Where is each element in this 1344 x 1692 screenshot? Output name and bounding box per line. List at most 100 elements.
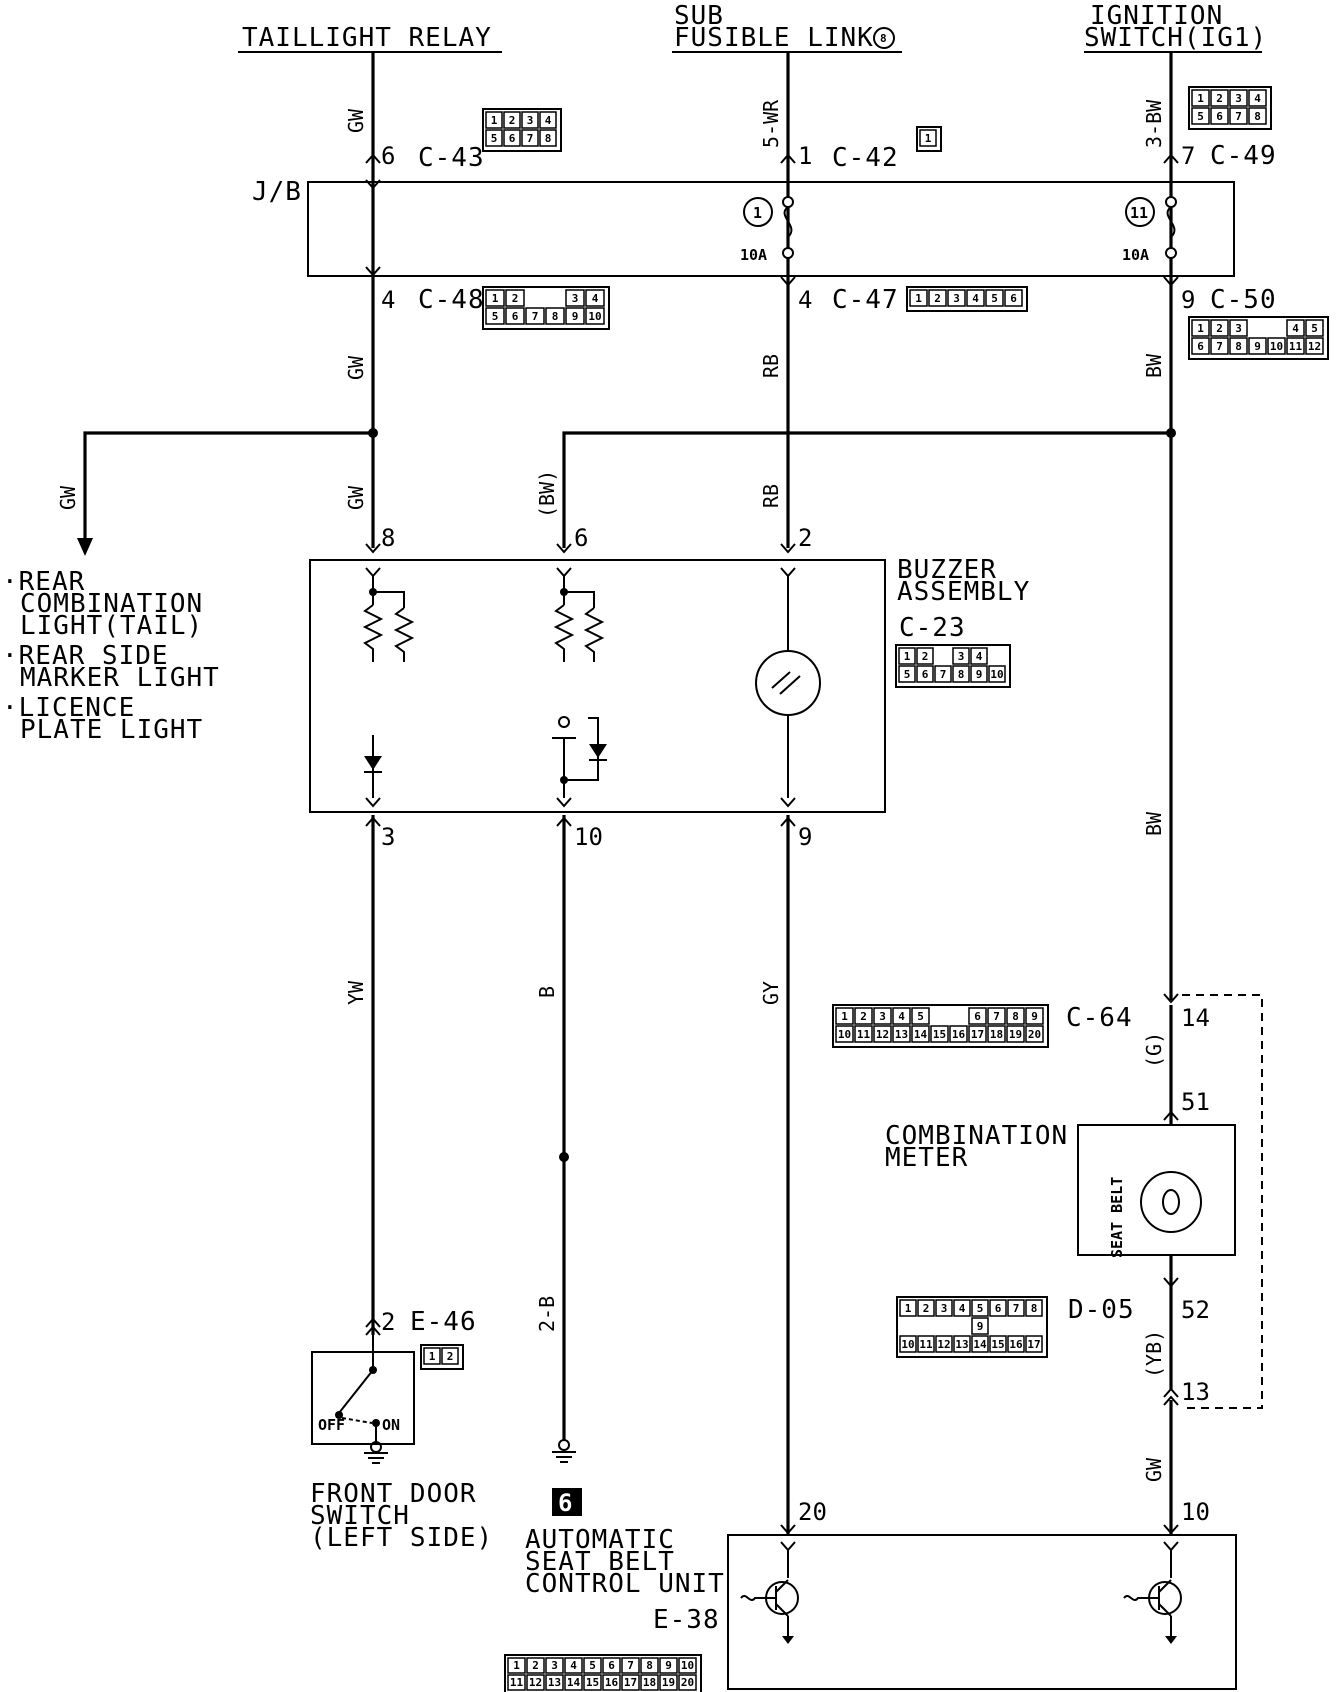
connector-cell — [1025, 1007, 1044, 1025]
connector-cell — [525, 307, 545, 325]
door-label-1: FRONT DOOR — [310, 1479, 477, 1509]
connector-cell — [988, 665, 1006, 683]
connector-cell-number: 1 — [841, 1010, 848, 1023]
fusible-number-circle — [873, 27, 895, 49]
connector-cell — [873, 1025, 892, 1043]
connector-cell — [985, 289, 1004, 307]
pin-number: 2 — [381, 1308, 395, 1336]
connector-cell — [835, 1025, 854, 1043]
ignition-label-2: SWITCH(IG1) — [1084, 23, 1267, 53]
connector-cell — [539, 111, 557, 129]
pin-marker — [780, 1524, 796, 1535]
pin-marker — [365, 153, 381, 164]
connector-cell — [1210, 107, 1229, 125]
connector-cell-number: 2 — [1216, 92, 1223, 105]
unit-label-3: CONTROL UNIT — [525, 1569, 725, 1599]
connector-cell — [873, 1007, 892, 1025]
connector-cell-number: 12 — [937, 1338, 950, 1351]
connector-cell-number: 4 — [545, 114, 552, 127]
meter-label-2: METER — [885, 1143, 968, 1173]
connector-cell-number: 16 — [952, 1028, 966, 1041]
connector-cell-number: 10 — [588, 310, 601, 323]
connector-cell-number: 3 — [941, 1302, 948, 1315]
connector-cell — [505, 289, 525, 307]
connector-cell-number: 9 — [1031, 1010, 1038, 1023]
connector-cell-number: 5 — [917, 1010, 924, 1023]
wire-color-label: GY — [759, 981, 783, 1005]
wire-color-label: (YB) — [1142, 1330, 1166, 1378]
connector-cell — [678, 1674, 697, 1691]
wires — [77, 52, 1263, 1535]
connector-cell — [1025, 1025, 1044, 1043]
pin-marker — [780, 153, 796, 164]
connector-cell — [526, 1674, 545, 1691]
taillight-relay-source: TAILLIGHT RELAY — [238, 23, 502, 53]
fuse-rating: 10A — [740, 246, 767, 264]
connector-cell — [545, 1657, 564, 1674]
connector-cell — [971, 1335, 989, 1353]
connector-cell-number: 2 — [447, 1350, 454, 1363]
connector-cell — [621, 1674, 640, 1691]
sub-fusible-label-2: FUSIBLE LINK — [674, 23, 874, 53]
connector-cell — [1229, 319, 1248, 337]
taillight-relay-label: TAILLIGHT RELAY — [242, 23, 492, 53]
wire-color-label: GW — [56, 485, 80, 510]
connector-cell-number: 5 — [1197, 110, 1204, 123]
ground-terminal-icon — [558, 1439, 570, 1451]
connector-cell — [539, 129, 557, 147]
connector-cell-number: 3 — [1235, 322, 1242, 335]
ground-point-6: 6 — [552, 1439, 582, 1517]
connector-cell — [935, 1335, 953, 1353]
connector-cell — [521, 129, 539, 147]
connector-cell-number: 2 — [923, 1302, 930, 1315]
connector-cell — [1191, 89, 1210, 107]
connector-cell-number: 12 — [876, 1028, 889, 1041]
connector-cell — [1248, 107, 1267, 125]
connector-cell-number: 2 — [934, 292, 941, 305]
wire-color-label: 2-B — [535, 1296, 559, 1332]
connector-cell — [1007, 1299, 1025, 1317]
connector-cell-number: 3 — [551, 1659, 558, 1672]
connector-name: C-47 — [832, 285, 899, 315]
connector-cell-number: 5 — [904, 668, 911, 681]
connector-cell-number: 6 — [608, 1659, 615, 1672]
connector-cell-number: 13 — [895, 1028, 908, 1041]
connector-cell-number: 8 — [545, 132, 552, 145]
connector-cell — [1267, 337, 1286, 355]
connector-name: C-43 — [418, 143, 485, 173]
connector-cell-number: 16 — [1009, 1338, 1023, 1351]
connector-cell-number: 3 — [1235, 92, 1242, 105]
unit-label-2: SEAT BELT — [525, 1547, 675, 1577]
connector-cell — [621, 1657, 640, 1674]
transistor-emitter — [775, 1603, 789, 1617]
connector-cell-number: 1 — [1197, 92, 1204, 105]
connector-cell-number: 1 — [1197, 322, 1204, 335]
connector-outline — [895, 644, 1011, 688]
connector-cell — [916, 647, 934, 665]
connector-cell — [966, 289, 985, 307]
front-door-switch: OFF ON FRONT DOOR SWITCH (LEFT SIDE) — [310, 1335, 492, 1553]
connector-cell — [507, 1657, 526, 1674]
connector-cell — [971, 1299, 989, 1317]
transistor-input — [740, 1595, 776, 1601]
lamp-filament-icon — [1162, 1189, 1180, 1215]
connector-cell — [911, 1007, 930, 1025]
connector-cell — [987, 1007, 1006, 1025]
pin-marker — [1163, 153, 1179, 164]
connector-cell-number: 1 — [492, 292, 499, 305]
connector-cell — [1229, 337, 1248, 355]
internal-pin — [556, 797, 572, 808]
connector-cell-number: 19 — [662, 1676, 675, 1689]
connector-cell — [1006, 1025, 1025, 1043]
connector-cell-number: 14 — [973, 1338, 987, 1351]
connector-cell — [485, 129, 503, 147]
door-label-2: SWITCH — [310, 1501, 410, 1531]
connector-cell — [545, 307, 565, 325]
connector-cell — [485, 111, 503, 129]
fuse-terminal — [1165, 196, 1177, 208]
connector-cell-number: 9 — [1254, 340, 1261, 353]
connector-cell-number: 9 — [977, 1320, 984, 1333]
connector-cell — [835, 1007, 854, 1025]
